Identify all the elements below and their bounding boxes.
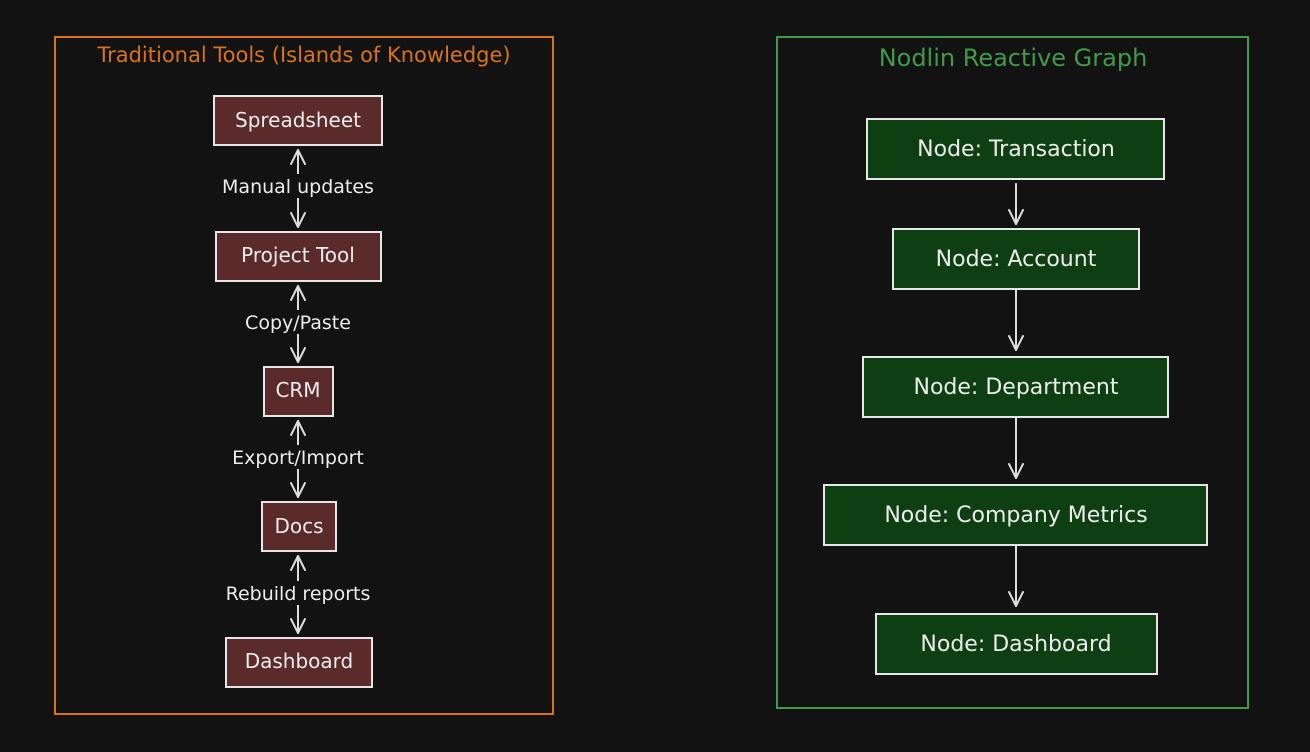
arrowhead-down <box>1008 209 1024 225</box>
node-box <box>862 356 1169 418</box>
node-label: Docs <box>274 514 323 538</box>
node-box <box>866 118 1165 180</box>
node-label: Spreadsheet <box>235 108 361 132</box>
node-dashboard[interactable]: Dashboard <box>225 637 373 688</box>
arrowhead-down <box>290 212 306 228</box>
node-right-dashboard[interactable]: Node: Dashboard <box>875 613 1158 675</box>
edge-label-copy-paste: Copy/Paste <box>245 312 351 334</box>
node-spreadsheet[interactable]: Spreadsheet <box>213 95 383 146</box>
traditional-tools-panel: Traditional Tools (Islands of Knowledge)… <box>54 36 554 715</box>
arrowhead-up <box>290 285 306 301</box>
node-box <box>823 484 1208 546</box>
node-crm[interactable]: CRM <box>263 366 334 417</box>
edge-docs-dashboard: Rebuild reports <box>208 555 388 634</box>
node-box <box>892 228 1140 290</box>
node-project-tool[interactable]: Project Tool <box>215 231 382 282</box>
arrowhead-down <box>1008 463 1024 479</box>
node-label: Dashboard <box>245 649 354 673</box>
edge-label-background <box>208 581 388 605</box>
node-account[interactable]: Node: Account <box>892 228 1140 290</box>
traditional-tools-frame <box>54 36 554 715</box>
edge-label-background <box>205 174 391 198</box>
node-label: Node: Dashboard <box>920 632 1111 657</box>
edge-crm-docs: Export/Import <box>212 420 384 498</box>
arrowhead-down <box>290 618 306 634</box>
node-label: Node: Department <box>914 375 1119 400</box>
edge-label-rebuild-reports: Rebuild reports <box>226 583 371 605</box>
edge-account-department <box>1008 288 1024 351</box>
node-label: Node: Transaction <box>917 137 1115 162</box>
node-box <box>215 231 382 282</box>
node-box <box>263 366 334 417</box>
node-box <box>213 95 383 146</box>
edge-spreadsheet-project-tool: Manual updates <box>205 149 391 228</box>
node-label: CRM <box>275 378 320 402</box>
reactive-graph-title: Nodlin Reactive Graph <box>879 44 1148 72</box>
edge-project-tool-crm: Copy/Paste <box>228 285 368 363</box>
edge-transaction-account <box>1008 183 1024 225</box>
edge-label-background <box>228 310 368 334</box>
reactive-graph-frame <box>776 36 1249 709</box>
arrowhead-down <box>290 482 306 498</box>
arrowhead-up <box>290 420 306 436</box>
node-docs[interactable]: Docs <box>261 501 337 552</box>
node-department[interactable]: Node: Department <box>862 356 1169 418</box>
node-label: Project Tool <box>241 243 355 267</box>
arrowhead-up <box>290 555 306 571</box>
arrowhead-down <box>1008 335 1024 351</box>
edge-label-manual-updates: Manual updates <box>222 176 374 198</box>
node-box <box>875 613 1158 675</box>
node-company-metrics[interactable]: Node: Company Metrics <box>823 484 1208 546</box>
edge-label-export-import: Export/Import <box>232 447 364 469</box>
reactive-graph-panel: Nodlin Reactive Graph Node: Transaction … <box>776 36 1249 709</box>
edge-department-company-metrics <box>1008 416 1024 479</box>
arrowhead-down <box>1008 591 1024 607</box>
traditional-tools-title: Traditional Tools (Islands of Knowledge) <box>96 43 510 67</box>
node-label: Node: Company Metrics <box>884 503 1147 528</box>
arrowhead-up <box>290 149 306 165</box>
node-box <box>225 637 373 688</box>
arrowhead-down <box>290 347 306 363</box>
node-label: Node: Account <box>936 247 1097 272</box>
edge-company-metrics-dashboard <box>1008 544 1024 607</box>
node-box <box>261 501 337 552</box>
edge-label-background <box>212 445 384 469</box>
node-transaction[interactable]: Node: Transaction <box>866 118 1165 180</box>
